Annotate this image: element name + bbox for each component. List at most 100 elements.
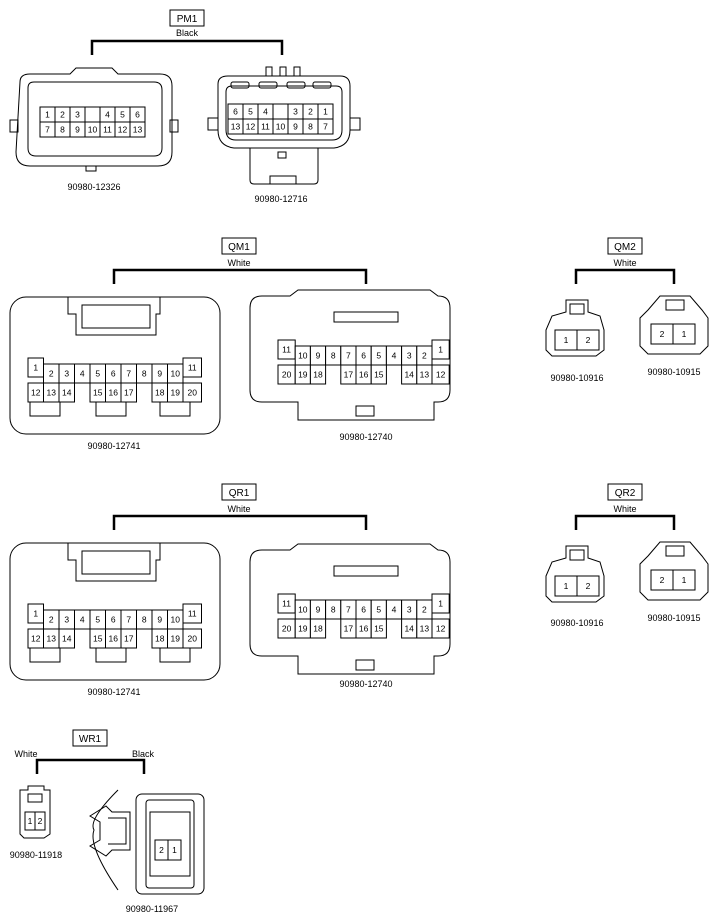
wr1-clip-arc: [92, 789, 119, 891]
pin-label: 13: [420, 370, 430, 380]
wr1-color-left: White: [14, 749, 37, 759]
pin-label: 15: [93, 388, 103, 398]
pin-label: 13: [420, 624, 430, 634]
pin-label: 2: [60, 110, 65, 120]
qm2-tag-box: [607, 237, 643, 255]
pin-label: 16: [359, 624, 369, 634]
pin-label: 12: [436, 370, 446, 380]
pin-label-cell: [272, 103, 289, 120]
pin-label: 8: [308, 122, 313, 132]
pin-label: 6: [111, 369, 116, 379]
pin-label-cell: [431, 339, 450, 360]
qm1-color: White: [227, 258, 250, 268]
pin-label: 5: [95, 369, 100, 379]
pin-label: 2: [422, 351, 427, 361]
pin-label: 5: [95, 615, 100, 625]
pin-label: 2: [49, 615, 54, 625]
pin-label: 17: [344, 624, 354, 634]
pin-label: 1: [323, 107, 328, 117]
pin-label: 15: [374, 370, 384, 380]
pin-label: 17: [124, 388, 134, 398]
pin-label: 2: [660, 575, 665, 585]
pin-label: 1: [172, 845, 177, 855]
pin-label-cell: [431, 618, 450, 639]
qm2-left-part: 90980-10916: [550, 373, 603, 383]
pin-label-cell: [129, 121, 146, 138]
pin-label: 14: [404, 370, 414, 380]
qr1-left-part: 90980-12741: [87, 687, 140, 697]
qm1-tag-box: [221, 237, 257, 255]
pin-label: 2: [49, 369, 54, 379]
pin-label: 3: [407, 605, 412, 615]
pin-label: 16: [359, 370, 369, 380]
pin-label: 4: [105, 110, 110, 120]
pin-label: 3: [64, 369, 69, 379]
pin-label: 8: [331, 605, 336, 615]
pin-label: 9: [157, 369, 162, 379]
pin-label: 16: [109, 388, 119, 398]
wr1-right-part: 90980-11967: [126, 904, 178, 914]
pin-label: 3: [75, 110, 80, 120]
pin-label: 8: [142, 369, 147, 379]
pin-label: 17: [344, 370, 354, 380]
pin-label: 5: [376, 351, 381, 361]
pin-label: 6: [361, 351, 366, 361]
pin-label: 10: [276, 122, 286, 132]
pin-label: 9: [157, 615, 162, 625]
pin-label: 10: [88, 125, 98, 135]
pin-label: 13: [47, 388, 57, 398]
pin-label: 4: [263, 107, 268, 117]
qm1-left-part: 90980-12741: [87, 441, 140, 451]
pin-label: 1: [682, 329, 687, 339]
pm1-left-part: 90980-12326: [67, 182, 120, 192]
pin-label: 17: [124, 634, 134, 644]
pm1-color: Black: [176, 28, 199, 38]
pin-label-cell: [182, 603, 202, 624]
pin-label: 2: [422, 605, 427, 615]
pin-label: 2: [586, 581, 591, 591]
pin-label: 15: [374, 624, 384, 634]
wr1-bracket: [35, 758, 146, 774]
pin-label: 12: [31, 388, 41, 398]
pin-label-cell: [431, 364, 450, 385]
pin-label: 6: [233, 107, 238, 117]
pin-label: 14: [404, 624, 414, 634]
pin-label: 5: [376, 605, 381, 615]
qr2-color: White: [613, 504, 636, 514]
pin-label: 4: [80, 615, 85, 625]
qm2-bracket: [574, 268, 676, 284]
pin-label: 12: [246, 122, 256, 132]
pin-label-cell: [672, 323, 696, 345]
pin-label: 12: [31, 634, 41, 644]
pin-label: 20: [282, 624, 292, 634]
pin-label: 13: [133, 125, 143, 135]
pin-label: 18: [313, 370, 323, 380]
pin-label: 5: [248, 107, 253, 117]
pin-label: 20: [188, 634, 198, 644]
qm2-color: White: [613, 258, 636, 268]
pin-label: 9: [75, 125, 80, 135]
qm1-right-part: 90980-12740: [339, 432, 392, 442]
pin-label-cell: [182, 382, 202, 403]
qr1-tag-box: [221, 483, 257, 501]
wr1-tag: WR1: [79, 734, 102, 745]
qr2-bracket: [574, 514, 676, 530]
pin-label: 7: [126, 369, 131, 379]
qr2-right-part: 90980-10915: [647, 613, 700, 623]
qr2-left-part: 90980-10916: [550, 618, 603, 628]
